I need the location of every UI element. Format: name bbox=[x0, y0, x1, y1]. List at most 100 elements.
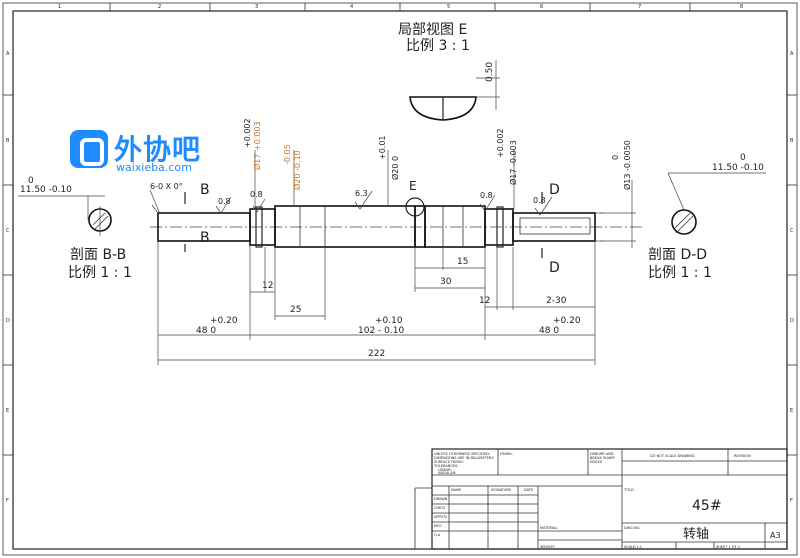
dia-tol: Ø20 0 bbox=[390, 156, 400, 180]
tb-sheet-label: SHEET 1 OF 1 bbox=[716, 545, 740, 549]
shaft-main-view bbox=[149, 150, 645, 365]
bb-tol-top: 0 bbox=[28, 176, 34, 186]
dia-tol: Ø20 -0.10 bbox=[292, 150, 302, 190]
detail-dim: 0.50 bbox=[485, 62, 495, 82]
row-label: F bbox=[790, 498, 793, 504]
dd-tol-bot: 11.50 -0.10 bbox=[712, 163, 764, 173]
col-label: 2 bbox=[158, 4, 161, 10]
dim-12: 12 bbox=[262, 281, 273, 291]
dim-total: 222 bbox=[368, 349, 385, 359]
zone-ticks bbox=[3, 3, 797, 456]
roughness-label: 0.8 bbox=[218, 197, 231, 206]
title-block bbox=[414, 448, 788, 550]
row-label: D bbox=[790, 318, 794, 324]
roughness-label: 0.8 bbox=[250, 190, 263, 199]
detail-view-scale: 比例 3 : 1 bbox=[406, 38, 470, 54]
col-label: 6 bbox=[540, 4, 543, 10]
dia-tol-plus: +0.002 bbox=[496, 128, 505, 158]
row-label: E bbox=[790, 408, 793, 414]
detail-view-title: 局部视图 E bbox=[398, 22, 467, 38]
col-label: 5 bbox=[447, 4, 450, 10]
section-b-marker: B bbox=[200, 182, 210, 198]
dia-tol-plus: +0.01 bbox=[378, 135, 387, 160]
row-label: A bbox=[6, 51, 10, 57]
row-label: B bbox=[790, 138, 794, 144]
chamfer-note: 6-0 X 0° bbox=[150, 182, 183, 191]
dim-30: 30 bbox=[440, 277, 452, 287]
tb-note: UNLESS OTHERWISE SPECIFIED: bbox=[434, 452, 490, 456]
tb-finish-label: FINISH: bbox=[500, 452, 513, 456]
dia-tol-zero: 0 bbox=[611, 155, 620, 160]
dim-2x30: 2-30 bbox=[546, 296, 567, 306]
tb-note: SURFACE FINISH: bbox=[434, 460, 464, 464]
tb-dont-scale: DO NOT SCALE DRAWING bbox=[650, 454, 695, 458]
col-label: 8 bbox=[740, 4, 743, 10]
tb-part-name: 转轴 bbox=[683, 527, 709, 542]
dd-tol-top: 0 bbox=[740, 153, 746, 163]
tb-row-label: MFG bbox=[434, 524, 442, 528]
roughness-label: 0.8 bbox=[480, 191, 493, 200]
dim-102-plus: +0.10 bbox=[375, 316, 403, 326]
detail-view-e-shape bbox=[409, 60, 500, 121]
section-b-marker: B bbox=[200, 230, 210, 246]
row-label: E bbox=[6, 408, 9, 414]
tb-scale-label: SCALE:1:1 bbox=[624, 545, 642, 549]
dim-12b: 12 bbox=[479, 296, 490, 306]
row-label: F bbox=[6, 498, 9, 504]
col-label: 1 bbox=[58, 4, 61, 10]
section-dd-scale: 比例 1 : 1 bbox=[648, 265, 712, 281]
tb-col-label: NAME bbox=[451, 488, 461, 492]
row-label: B bbox=[6, 138, 10, 144]
dia-tol: Ø13 -0.0050 bbox=[622, 140, 632, 190]
tb-note: DIMENSIONS ARE IN MILLIMETERS bbox=[434, 456, 494, 460]
tb-row-label: CHK'D bbox=[434, 506, 445, 510]
bb-tol-bot: 11.50 -0.10 bbox=[20, 185, 72, 195]
tb-weight-label: WEIGHT: bbox=[540, 545, 555, 549]
section-bb-scale: 比例 1 : 1 bbox=[68, 265, 132, 281]
dia-tol: Ø17 +0.003 bbox=[252, 121, 262, 170]
tb-deburr: EDGES bbox=[590, 460, 603, 464]
dim-48a: 48 0 bbox=[196, 326, 216, 336]
dim-48a-plus: +0.20 bbox=[210, 316, 238, 326]
tb-note: ANGULAR: bbox=[438, 471, 456, 475]
tb-row-label: Q.A bbox=[434, 533, 441, 537]
section-d-marker: D bbox=[549, 182, 560, 198]
tb-note: TOLERANCES: bbox=[433, 464, 458, 468]
col-label: 4 bbox=[350, 4, 353, 10]
tb-col-label: DATE bbox=[524, 488, 533, 492]
dia-tol-minus: -0.05 bbox=[283, 144, 292, 165]
tb-row-label: APPV'D bbox=[434, 515, 447, 519]
dim-48b: 48 0 bbox=[539, 326, 559, 336]
tb-row-label: DRAWN bbox=[434, 497, 448, 501]
detail-e-marker: E bbox=[409, 179, 417, 193]
dim-48b-plus: +0.20 bbox=[553, 316, 581, 326]
tb-note: LINEAR: bbox=[438, 468, 452, 472]
tb-col-label: SIGNATURE bbox=[491, 488, 511, 492]
tb-deburr: BREAK SHARP bbox=[590, 456, 615, 460]
section-dd-label: 剖面 D-D bbox=[648, 247, 707, 263]
row-label: D bbox=[6, 318, 10, 324]
tb-dwg-label: DWG NO. bbox=[624, 526, 640, 530]
logo-name: 外协吧 bbox=[114, 133, 202, 166]
row-label: A bbox=[790, 51, 794, 57]
col-label: 7 bbox=[638, 4, 641, 10]
dim-15: 15 bbox=[457, 257, 468, 267]
section-bb-circle bbox=[18, 195, 112, 236]
dim-25: 25 bbox=[290, 305, 301, 315]
row-label: C bbox=[6, 228, 10, 234]
section-d-marker: D bbox=[549, 260, 560, 276]
tb-material-value: 45# bbox=[692, 498, 722, 514]
tb-material-label: MATERIAL: bbox=[540, 526, 558, 530]
row-label: C bbox=[790, 228, 794, 234]
section-dd-circle bbox=[667, 172, 766, 235]
tb-size: A3 bbox=[770, 531, 781, 540]
tb-deburr: DEBURR AND bbox=[590, 452, 614, 456]
tb-revision-label: REVISION bbox=[734, 454, 751, 458]
dia-tol: Ø17 -0.003 bbox=[508, 140, 518, 185]
logo-url: waixieba.com bbox=[116, 161, 192, 174]
col-label: 3 bbox=[255, 4, 258, 10]
section-bb-label: 剖面 B-B bbox=[70, 247, 126, 263]
dim-102: 102 - 0.10 bbox=[358, 326, 404, 336]
roughness-label: 0.8 bbox=[533, 196, 546, 205]
